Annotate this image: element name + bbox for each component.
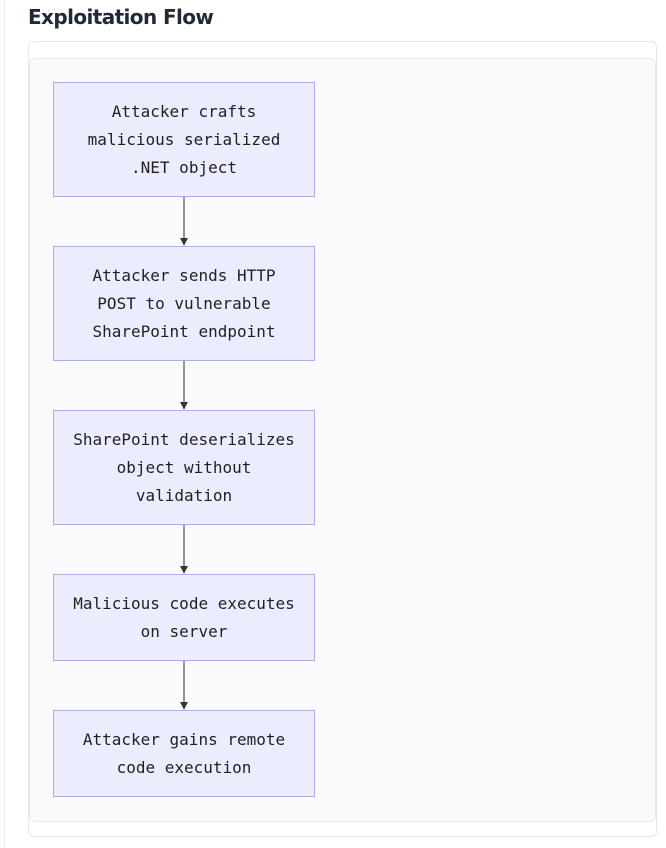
flow-node-remote-execution: Attacker gains remote code execution — [53, 710, 315, 797]
flow-node-label: Attacker gains remote code execution — [82, 729, 286, 777]
flow-node-label: Malicious code executes on server — [73, 593, 295, 641]
flow-node-label: Attacker crafts malicious serialized .NE… — [87, 101, 281, 177]
flow-node-deserialize: SharePoint deserializes object without v… — [53, 410, 315, 525]
section-title: Exploitation Flow — [28, 5, 214, 29]
flow-node-send-request: Attacker sends HTTP POST to vulnerable S… — [53, 246, 315, 361]
left-divider — [4, 0, 5, 848]
flow-node-code-executes: Malicious code executes on server — [53, 574, 315, 661]
flow-node-craft-object: Attacker crafts malicious serialized .NE… — [53, 82, 315, 197]
flow-node-label: SharePoint deserializes object without v… — [73, 429, 295, 505]
flow-node-label: Attacker sends HTTP POST to vulnerable S… — [92, 265, 276, 341]
